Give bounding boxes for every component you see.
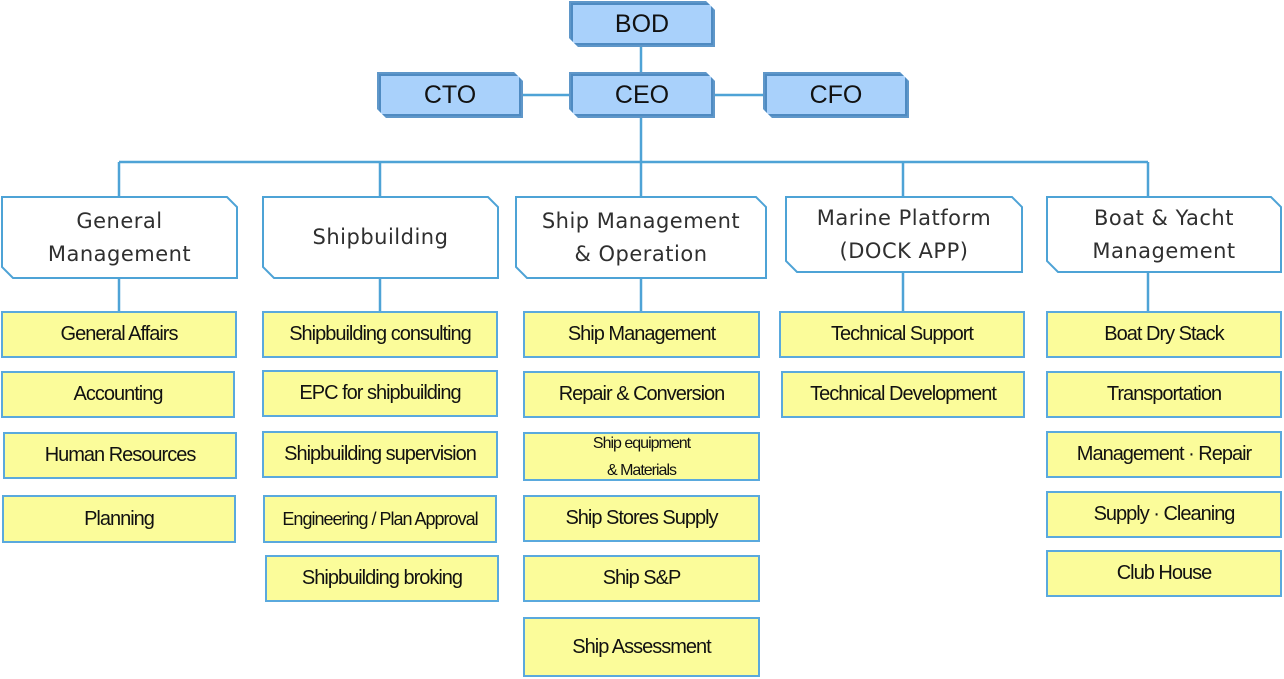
division-ship-management: Ship Management & Operation <box>515 196 767 279</box>
unit-boat-dry-stack: Boat Dry Stack <box>1046 311 1282 358</box>
division-frame <box>515 196 767 279</box>
division-title: General Management <box>47 208 192 266</box>
unit-ship-assessment: Ship Assessment <box>523 617 760 677</box>
unit-accounting: Accounting <box>1 371 235 418</box>
unit-ship-management: Ship Management <box>523 311 760 358</box>
unit-shipbuilding-broking: Shipbuilding broking <box>265 555 499 602</box>
division-title: Ship Management & Operation <box>541 208 741 266</box>
unit-technical-support: Technical Support <box>779 311 1025 358</box>
unit-management-repair: Management · Repair <box>1046 431 1282 478</box>
unit-epc-shipbuilding: EPC for shipbuilding <box>262 370 498 417</box>
division-title: Boat & Yacht Management <box>1092 205 1236 263</box>
bod-box: BOD <box>569 1 715 47</box>
unit-ship-sp: Ship S&P <box>523 555 760 602</box>
unit-transportation: Transportation <box>1046 371 1282 418</box>
division-general-management: General Management <box>1 196 238 279</box>
unit-supply-cleaning: Supply · Cleaning <box>1046 491 1282 538</box>
division-frame <box>262 196 499 279</box>
cfo-box: CFO <box>763 72 909 118</box>
unit-shipbuilding-consulting: Shipbuilding consulting <box>262 311 498 358</box>
ceo-box: CEO <box>569 72 715 118</box>
unit-shipbuilding-supervision: Shipbuilding supervision <box>262 431 498 478</box>
division-marine-platform: Marine Platform (DOCK APP) <box>785 196 1023 273</box>
cfo-label: CFO <box>809 80 863 109</box>
cto-box: CTO <box>377 72 523 118</box>
unit-ship-stores-supply: Ship Stores Supply <box>523 495 760 542</box>
division-shipbuilding: Shipbuilding <box>262 196 499 279</box>
unit-repair-conversion: Repair & Conversion <box>523 371 760 418</box>
unit-engineering-plan-approval: Engineering / Plan Approval <box>263 495 497 543</box>
unit-general-affairs: General Affairs <box>1 311 237 358</box>
division-boat-yacht: Boat & Yacht Management <box>1046 196 1282 273</box>
unit-planning: Planning <box>2 495 236 543</box>
division-title: Marine Platform (DOCK APP) <box>816 205 992 263</box>
division-frame <box>1046 196 1282 273</box>
unit-human-resources: Human Resources <box>3 432 237 479</box>
ceo-label: CEO <box>614 80 670 109</box>
bod-label: BOD <box>614 9 670 38</box>
division-frame <box>785 196 1023 273</box>
cto-label: CTO <box>423 80 477 109</box>
unit-ship-equipment-materials: Ship equipment & Materials <box>523 432 760 481</box>
unit-technical-development: Technical Development <box>781 371 1025 418</box>
division-title: Shipbuilding <box>312 225 449 249</box>
unit-club-house: Club House <box>1046 550 1282 597</box>
division-frame <box>1 196 238 279</box>
